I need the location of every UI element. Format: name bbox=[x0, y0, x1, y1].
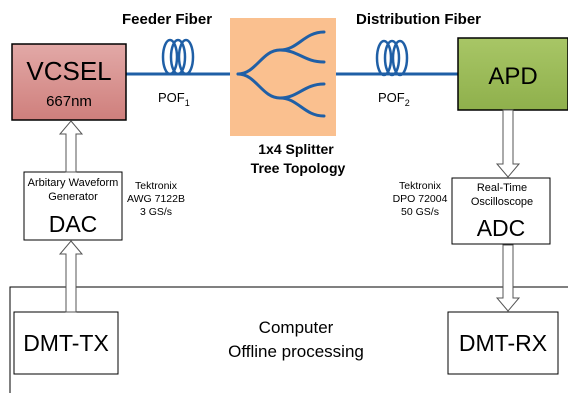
apd-title: APD bbox=[488, 63, 537, 90]
vcsel-title: VCSEL bbox=[26, 56, 111, 86]
awg-line1: Tektronix bbox=[135, 180, 178, 192]
dac-title: DAC bbox=[49, 211, 98, 237]
distribution-fiber-coil-icon bbox=[375, 39, 409, 77]
dmt-rx-title: DMT-RX bbox=[459, 330, 547, 356]
pof2-label: POF2 bbox=[378, 90, 410, 108]
awg-line2: AWG 7122B bbox=[127, 193, 185, 205]
apd-block bbox=[457, 37, 568, 111]
arrow-apd-to-adc bbox=[495, 109, 521, 178]
dac-caption-line2: Generator bbox=[48, 191, 98, 203]
arrow-dac-to-vcsel bbox=[58, 120, 84, 173]
awg-line3: 3 GS/s bbox=[140, 206, 172, 218]
vcsel-block bbox=[11, 43, 127, 121]
arrow-dmt-tx-to-dac bbox=[58, 240, 84, 313]
feeder-fiber-label: Feeder Fiber bbox=[122, 11, 212, 28]
computer-label-line2: Offline processing bbox=[228, 342, 364, 361]
adc-title: ADC bbox=[477, 215, 526, 241]
dac-block bbox=[23, 171, 123, 241]
distribution-fiber-label: Distribution Fiber bbox=[356, 11, 481, 28]
dpo-line1: Tektronix bbox=[399, 180, 442, 192]
adc-block bbox=[451, 177, 551, 245]
computer-region bbox=[9, 286, 568, 393]
dmt-tx-title: DMT-TX bbox=[23, 330, 109, 356]
splitter-tree-icon bbox=[236, 30, 326, 118]
computer-label-line1: Computer bbox=[259, 318, 334, 337]
splitter-label-line1: 1x4 Splitter bbox=[258, 141, 334, 157]
vcsel-wavelength: 667nm bbox=[46, 93, 92, 110]
arrow-adc-to-dmt-rx bbox=[495, 244, 521, 312]
adc-caption-line1: Real-Time bbox=[477, 182, 527, 194]
dmt-rx-block bbox=[447, 311, 559, 375]
dpo-line2: DPO 72004 bbox=[393, 193, 448, 205]
splitter-label-line2: Tree Topology bbox=[251, 160, 346, 176]
pof1-label: POF1 bbox=[158, 90, 190, 108]
adc-caption-line2: Oscilloscope bbox=[471, 196, 533, 208]
feeder-fiber-coil-icon bbox=[161, 38, 195, 76]
dpo-line3: 50 GS/s bbox=[401, 206, 439, 218]
dac-caption-line1: Arbitary Waveform bbox=[28, 177, 119, 189]
